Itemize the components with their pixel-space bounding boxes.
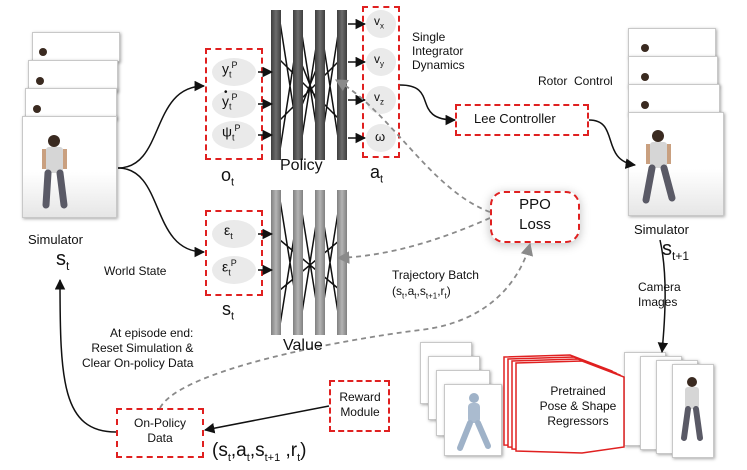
value-layer-2	[293, 190, 303, 335]
trajectory-tuple-large: (st,at,st+1 ,rt)	[212, 440, 307, 464]
obs-main-label: ot	[221, 165, 235, 189]
act-label-3: vz	[374, 90, 384, 107]
sim-right-frame-2	[628, 56, 718, 88]
world-oval-1	[212, 220, 256, 248]
sim-right-frame-4	[628, 112, 724, 216]
small-heads-right	[641, 44, 649, 109]
dot-accent: •	[224, 86, 228, 98]
arrow-reward-to-onpolicy	[203, 405, 330, 434]
act-oval-2	[366, 48, 396, 76]
act-main-label: at	[370, 162, 384, 186]
arrow-onpolicy-to-sim	[54, 278, 117, 433]
ppo-loss-box	[490, 191, 580, 243]
policy-connections	[279, 21, 341, 151]
world-oval-2	[212, 256, 256, 284]
act-label-2: vy	[374, 52, 384, 69]
obs-oval-3	[212, 121, 256, 149]
arrow-lee-to-sim	[588, 119, 637, 169]
human-figure-left	[42, 135, 68, 209]
small-heads-left	[33, 48, 47, 113]
sim-left-state: st	[56, 248, 70, 273]
sim-left-frame-4	[22, 116, 117, 218]
arrow-sim-to-obs	[117, 80, 206, 169]
gray-dashed-arrows	[159, 79, 534, 409]
episode-end-label: At episode end:Reset Simulation &Clear O…	[82, 326, 194, 370]
sim-right-title: Simulator	[634, 222, 689, 237]
mesh-figure	[457, 393, 491, 451]
world-main-label: st	[222, 299, 235, 323]
value-layer-1	[271, 190, 281, 335]
human-figure-camera	[681, 377, 703, 441]
value-layer-4	[337, 190, 347, 335]
trajectory-batch-label: Trajectory Batch	[392, 268, 479, 282]
obs-label-3: ψtP	[222, 123, 241, 143]
sim-left-frame-2	[28, 60, 118, 92]
sim-left-title: Simulator	[28, 232, 83, 247]
regressor-front-frame	[515, 360, 625, 454]
policy-layer-2	[293, 10, 303, 160]
value-layer-3	[315, 190, 325, 335]
policy-label: Policy	[280, 157, 323, 174]
world-label-1: εt	[224, 222, 233, 241]
obs-label-1: ytP	[222, 60, 238, 80]
act-label-4: ω	[375, 129, 386, 144]
arrow-ppo-to-value	[336, 217, 491, 264]
lee-controller-label: Lee Controller	[474, 111, 556, 126]
sim-right-frame-3	[628, 84, 720, 116]
regressor-stack	[503, 354, 625, 454]
act-oval-3	[366, 86, 396, 114]
policy-network	[271, 10, 347, 160]
reward-module-box	[329, 380, 390, 432]
obs-oval-2	[212, 90, 256, 118]
act-oval-1	[366, 10, 396, 38]
black-arrows	[54, 18, 669, 434]
sim-right-state: st+1	[662, 238, 690, 263]
obs-label-2: y•tP	[222, 86, 238, 112]
value-connections	[279, 199, 341, 326]
policy-layer-1	[271, 10, 281, 160]
world-state-text: World State	[104, 264, 167, 278]
arrow-sim-to-camera	[657, 239, 669, 354]
arrow-action-to-lee	[399, 84, 457, 126]
arrow-ppo-to-policy	[334, 79, 491, 213]
policy-layer-3	[315, 10, 325, 160]
trajectory-tuple-small: (st,at,st+1,rt)	[392, 284, 451, 301]
world-label-2: εtP	[222, 258, 237, 278]
rotor-control-label: Rotor Control	[538, 74, 613, 88]
obs-oval-1	[212, 58, 256, 86]
act-label-1: vx	[374, 14, 384, 31]
arrow-onpolicy-to-ppo	[159, 242, 534, 409]
value-label: Value	[283, 337, 323, 354]
on-policy-data-box	[116, 408, 204, 458]
action-box	[362, 6, 400, 158]
world-state-box	[205, 210, 263, 296]
arrow-sim-to-world	[117, 167, 206, 258]
human-figure-right	[642, 130, 676, 204]
value-network	[271, 190, 347, 335]
